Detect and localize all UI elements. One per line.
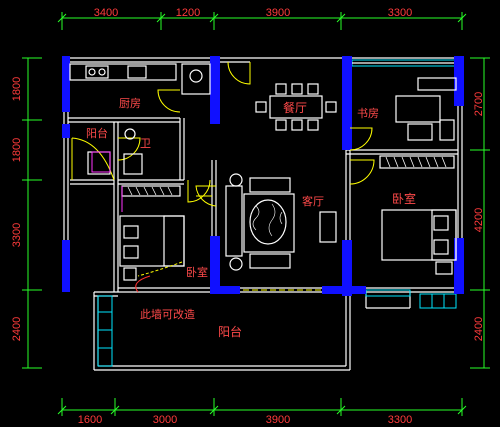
wall-modification-note: 此墙可改造 xyxy=(140,307,195,321)
dim-left-2: 1800 xyxy=(11,138,23,162)
wardrobes xyxy=(121,155,455,197)
dim-bottom-1: 1600 xyxy=(78,414,102,426)
room-label-master-bedroom: 卧室 xyxy=(392,191,416,206)
beds xyxy=(119,209,457,281)
dimension-labels-bottom: 1600 3000 3900 3300 xyxy=(78,414,412,426)
dim-bottom-2: 3000 xyxy=(153,414,177,426)
room-label-large-balcony: 阳台 xyxy=(218,324,242,339)
door-swing-dashed xyxy=(137,261,183,277)
room-label-study: 书房 xyxy=(357,107,379,120)
room-label-bedroom: 卧室 xyxy=(186,265,208,279)
dim-top-2: 1200 xyxy=(176,7,200,19)
dim-left-1: 1800 xyxy=(11,77,23,101)
study-desk xyxy=(395,77,457,141)
room-label-living: 客厅 xyxy=(302,194,324,208)
dim-left-3: 3300 xyxy=(11,223,23,247)
room-label-small-balcony: 阳台 xyxy=(86,126,108,140)
dim-right-1: 2700 xyxy=(473,92,485,116)
dim-right-2: 4200 xyxy=(473,208,485,232)
room-label-dining: 餐厅 xyxy=(283,100,307,115)
balcony-railing xyxy=(97,293,457,367)
dim-top-4: 3300 xyxy=(388,7,412,19)
doors xyxy=(71,61,375,207)
living-sofa-set xyxy=(225,173,337,271)
room-labels: 厨房 餐厅 书房 阳台 卫 客厅 卧室 卧室 此墙可改造 阳台 xyxy=(86,97,416,339)
dimension-labels-right: 2700 4200 2400 xyxy=(473,92,485,341)
dimension-labels-left: 1800 1800 3300 2400 xyxy=(11,77,23,341)
dim-left-4: 2400 xyxy=(11,317,23,341)
magenta-furniture xyxy=(91,151,123,212)
room-label-kitchen: 厨房 xyxy=(119,97,141,110)
dim-top-3: 3900 xyxy=(266,7,290,19)
dim-bottom-3: 3900 xyxy=(266,414,290,426)
dimension-labels-top: 3400 1200 3900 3300 xyxy=(94,7,412,19)
structural-columns xyxy=(62,56,464,296)
room-label-bathroom: 卫 xyxy=(140,137,151,150)
dim-right-3: 2400 xyxy=(473,317,485,341)
dimension-lines xyxy=(22,12,490,416)
kitchen-counter xyxy=(69,63,211,95)
dim-top-1: 3400 xyxy=(94,7,118,19)
dim-bottom-4: 3300 xyxy=(388,414,412,426)
dining-table xyxy=(255,83,337,131)
modifiable-wall-arc xyxy=(135,275,151,293)
